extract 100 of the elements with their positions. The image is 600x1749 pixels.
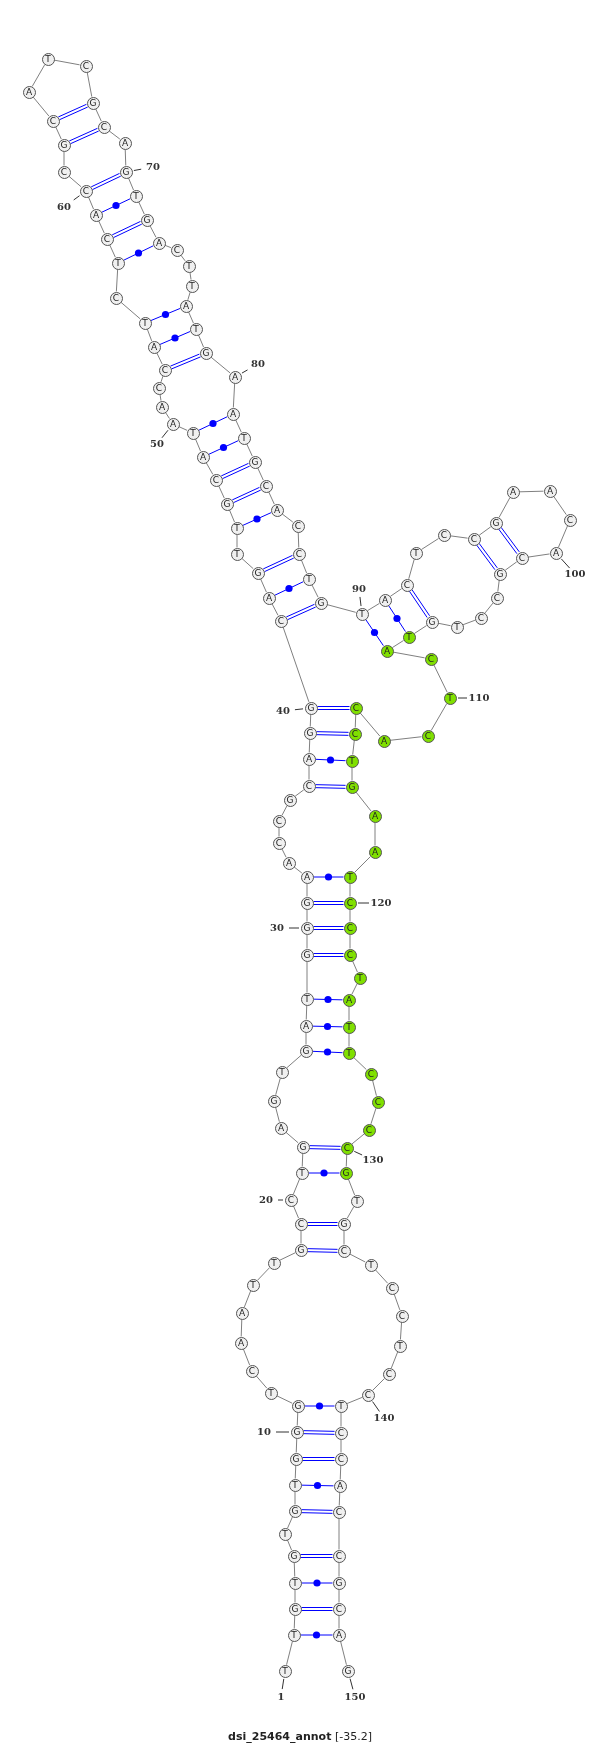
backbone-line <box>408 558 415 580</box>
backbone-line <box>287 1516 293 1529</box>
backbone-line <box>339 1465 342 1480</box>
backbone-line <box>294 789 305 797</box>
backbone-line <box>558 525 568 548</box>
backbone-line <box>338 1589 340 1603</box>
backbone-line <box>370 1107 377 1125</box>
base-pair-line <box>313 876 344 878</box>
base-pair-line <box>169 353 202 370</box>
base-pair-line <box>306 1248 339 1253</box>
backbone-line <box>285 1131 299 1144</box>
backbone-line <box>146 328 153 342</box>
base-pair-line <box>304 1405 335 1407</box>
backbone-line <box>243 1290 252 1308</box>
backbone-line <box>286 1640 293 1666</box>
position-number: 80 <box>251 359 265 369</box>
backbone-line <box>246 443 253 457</box>
backbone-line <box>349 883 351 897</box>
backbone-line <box>109 244 116 258</box>
backbone-line <box>359 712 381 737</box>
backbone-line <box>115 269 119 292</box>
backbone-line <box>120 301 141 320</box>
base-pair-line <box>301 1582 333 1584</box>
position-number: 1 <box>277 1692 285 1702</box>
backbone-line <box>198 334 204 348</box>
backbone-line <box>124 149 127 166</box>
base-pair-line <box>300 1509 334 1514</box>
backbone-line <box>433 664 448 693</box>
position-number: 140 <box>373 1413 395 1423</box>
backbone-line <box>242 1348 251 1366</box>
backbone-line <box>286 1539 293 1551</box>
backbone-line <box>347 1178 356 1196</box>
position-number: 10 <box>257 1427 271 1437</box>
base-pair-line <box>208 440 239 455</box>
backbone-line <box>306 883 308 897</box>
backbone-line <box>340 1439 342 1453</box>
backbone-line <box>389 736 423 741</box>
backbone-line <box>437 622 452 627</box>
base-pair-line <box>308 1172 340 1174</box>
base-pair-line <box>262 554 295 573</box>
base-pair-line <box>300 1554 333 1558</box>
backbone-line <box>338 1562 340 1577</box>
backbone-line <box>389 588 403 597</box>
backbone-line <box>257 1267 270 1281</box>
base-pair-line <box>312 1025 343 1028</box>
backbone-line <box>399 1322 403 1340</box>
backbone-line <box>205 462 214 475</box>
backbone-line <box>348 1006 350 1021</box>
backbone-line <box>413 625 428 634</box>
backbone-line <box>187 291 191 301</box>
backbone-line <box>527 553 551 558</box>
backbone-line <box>338 1492 341 1506</box>
base-pair-line <box>300 1634 333 1636</box>
base-pair-line <box>302 1457 335 1461</box>
backbone-line <box>420 538 440 550</box>
backbone-line <box>276 1395 293 1404</box>
backbone-line <box>351 767 353 781</box>
backbone-line <box>281 805 288 816</box>
backbone-line <box>235 419 242 433</box>
backbone-line <box>53 59 81 66</box>
backbone-line <box>374 1269 389 1284</box>
backbone-line <box>354 856 371 873</box>
backbone-line <box>68 175 82 188</box>
backbone-line <box>296 1412 299 1426</box>
base-pair-line <box>315 731 350 736</box>
backbone-line <box>294 1589 296 1603</box>
backbone-line <box>210 356 231 374</box>
position-number: 100 <box>564 569 586 579</box>
base-pair-line <box>198 416 228 431</box>
backbone-line <box>462 619 476 626</box>
backbone-line <box>306 909 308 922</box>
position-number: 70 <box>146 162 160 172</box>
backbone-line <box>294 1465 297 1479</box>
backbone-line <box>232 383 236 408</box>
backbone-line <box>305 1005 308 1020</box>
backbone-line <box>345 1154 348 1167</box>
backbone-line <box>165 411 170 420</box>
backbone-line <box>352 960 358 973</box>
backbone-line <box>178 426 188 431</box>
backbone-line <box>308 739 311 753</box>
backbone-line <box>326 604 357 613</box>
backbone-line <box>294 1491 296 1505</box>
backbone-line <box>305 1032 307 1045</box>
backbone-line <box>392 640 404 648</box>
backbone-line <box>32 96 50 117</box>
backbone-line <box>497 579 500 593</box>
backbone-line <box>95 108 102 122</box>
base-pair-line <box>302 1430 336 1435</box>
base-pair-line <box>313 953 344 957</box>
backbone-line <box>257 467 264 481</box>
base-pair-line <box>285 603 317 621</box>
backbone-line <box>271 603 279 616</box>
backbone-line <box>138 201 145 215</box>
backbone-line <box>346 1206 355 1219</box>
base-pair-line <box>90 172 122 191</box>
base-pair-line <box>408 589 431 618</box>
caption: dsi_25464_annot [-35.2] <box>227 1729 373 1745</box>
backbone-line <box>340 1640 347 1666</box>
backbone-line <box>392 651 426 659</box>
backbone-line <box>86 71 93 98</box>
